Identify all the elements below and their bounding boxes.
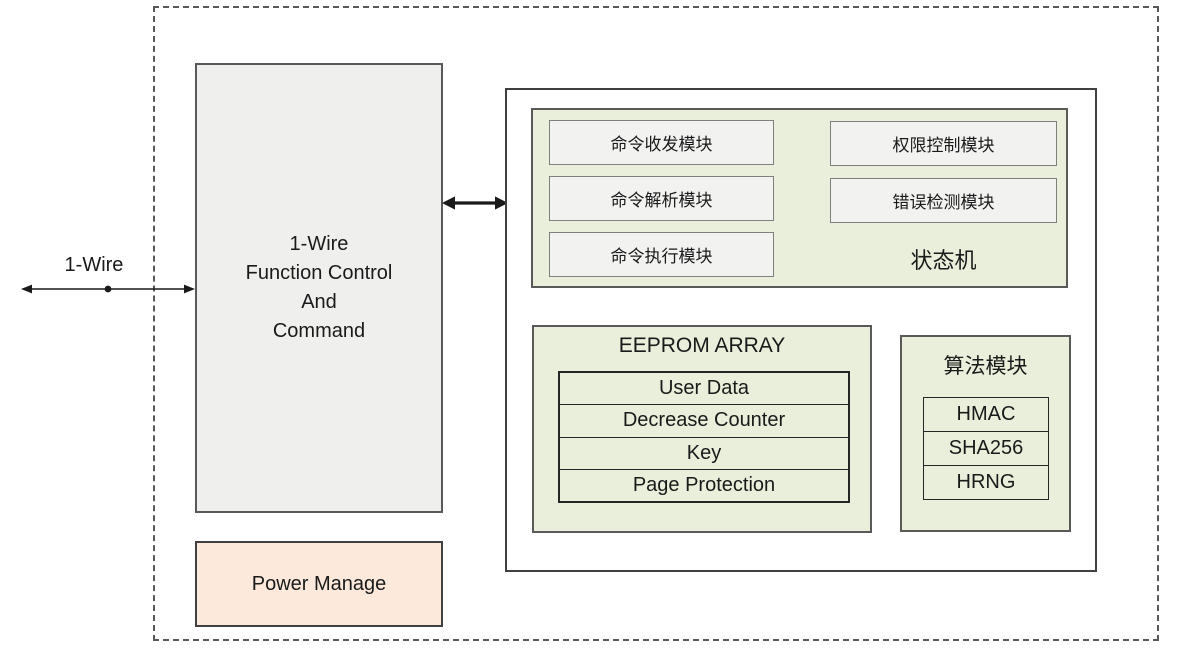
chip-dashed-boundary [153, 6, 1159, 641]
algorithm-row-hmac: HMAC [956, 403, 1016, 425]
controller-line-2: Function Control [245, 262, 393, 284]
controller-line-4: Command [272, 320, 366, 342]
module-command-execute: 命令执行模块 [549, 232, 774, 277]
module-command-execute-label: 命令执行模块 [610, 247, 713, 266]
module-permission-control: 权限控制模块 [830, 121, 1057, 166]
controller-line-1: 1-Wire [289, 233, 349, 255]
function-control-label: 1-Wire Function Control And Command [246, 230, 393, 346]
module-permission-control-label: 权限控制模块 [892, 136, 995, 155]
state-machine-block: 命令收发模块 命令解析模块 命令执行模块 权限控制模块 错误检测模块 状态机 [531, 108, 1068, 288]
algorithm-title: 算法模块 [943, 355, 1028, 378]
eeprom-row-page-protection: Page Protection [560, 468, 848, 501]
algorithm-block: 算法模块 HMAC SHA256 HRNG [900, 335, 1071, 532]
state-machine-label: 状态机 [910, 248, 977, 273]
module-error-detect-label: 错误检测模块 [892, 193, 995, 212]
eeprom-array-block: EEPROM ARRAY User Data Decrease Counter … [532, 325, 872, 533]
module-error-detect: 错误检测模块 [830, 178, 1057, 223]
module-command-transceive-label: 命令收发模块 [610, 135, 713, 154]
bus-label: 1-Wire [64, 254, 124, 276]
module-command-transceive: 命令收发模块 [549, 120, 774, 165]
eeprom-array-table: User Data Decrease Counter Key Page Prot… [558, 371, 850, 503]
algorithm-table: HMAC SHA256 HRNG [923, 397, 1049, 500]
eeprom-array-title: EEPROM ARRAY [618, 334, 786, 357]
eeprom-row-key: Key [560, 436, 848, 469]
eeprom-row-user-data: User Data [658, 377, 750, 400]
eeprom-row-decrease-counter: Decrease Counter [560, 404, 848, 436]
controller-line-3: And [301, 291, 337, 313]
power-manage-label: Power Manage [251, 572, 387, 595]
controller-core-double-arrow [442, 196, 508, 210]
function-control-block: 1-Wire Function Control And Command [195, 63, 443, 513]
module-command-parse: 命令解析模块 [549, 176, 774, 221]
algorithm-row-hrng: HRNG [924, 465, 1048, 499]
module-command-parse-label: 命令解析模块 [610, 191, 713, 210]
algorithm-row-sha256: SHA256 [924, 431, 1048, 465]
bus-double-arrow [21, 284, 195, 294]
power-manage-block: Power Manage [195, 541, 443, 627]
